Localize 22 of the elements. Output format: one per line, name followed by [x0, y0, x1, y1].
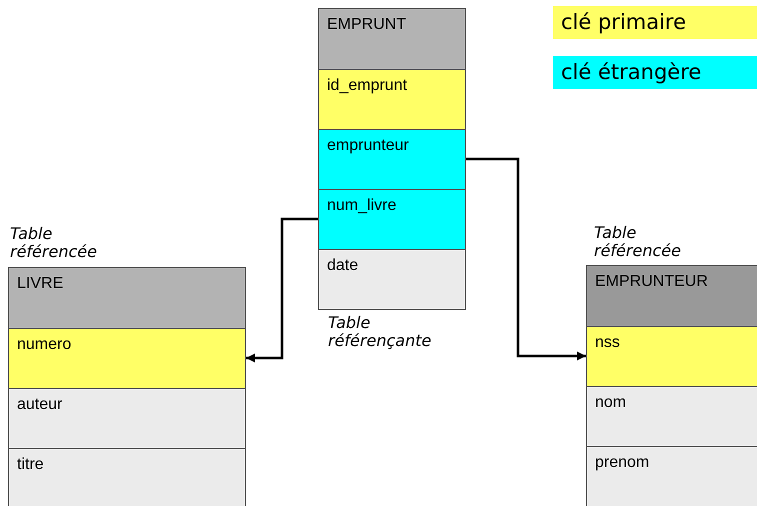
table-header: LIVRE [9, 268, 245, 328]
table-header: EMPRUNTEUR [587, 266, 757, 326]
arrow [466, 158, 586, 360]
table-field: numero [9, 328, 245, 388]
arrow [246, 218, 318, 362]
table-caption: Table référencée [594, 224, 682, 260]
table-field: date [319, 249, 465, 309]
table-field: titre [9, 448, 245, 506]
table-field: id_emprunt [319, 69, 465, 129]
table-caption: Table référencée [10, 225, 98, 261]
table-field: auteur [9, 388, 245, 448]
table-field: prenom [587, 446, 757, 506]
table-frame [8, 267, 246, 506]
table-frame [318, 8, 466, 310]
table-header: EMPRUNT [319, 9, 465, 69]
legend-swatch: clé primaire [553, 6, 757, 39]
table-field: nss [587, 326, 757, 386]
table-field: num_livre [319, 189, 465, 249]
table-field: nom [587, 386, 757, 446]
table-frame [586, 265, 757, 506]
legend-swatch: clé étrangère [553, 56, 757, 89]
table-field: emprunteur [319, 129, 465, 189]
